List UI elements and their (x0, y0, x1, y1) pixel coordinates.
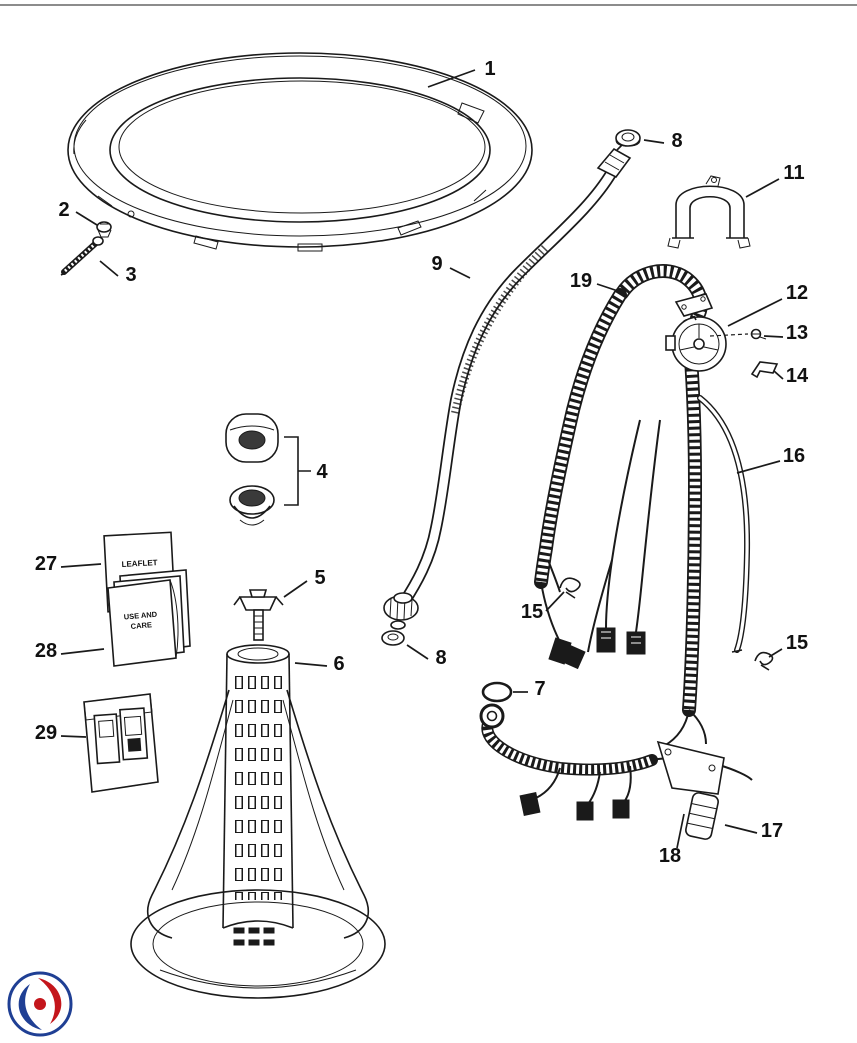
screw-small-drawing (750, 328, 767, 340)
wire-clip-left-drawing (559, 577, 581, 599)
use-and-care-label-1: USE AND (123, 610, 158, 622)
svg-text:9: 9 (431, 253, 442, 275)
logo-blue-swirl (18, 984, 42, 1030)
callout-12: 12 (727, 282, 808, 327)
callout-6: 6 (294, 653, 345, 675)
literature-pack-drawing (83, 693, 159, 793)
brand-logo (7, 971, 73, 1037)
logo-red-swirl (38, 978, 62, 1024)
fastener-drawing (96, 221, 112, 238)
wire-clip-right-drawing (754, 651, 774, 671)
svg-text:15: 15 (521, 601, 543, 623)
svg-text:13: 13 (786, 322, 808, 344)
agitator-cap-drawing (233, 589, 284, 641)
switch-assembly-drawing (665, 293, 749, 372)
svg-text:27: 27 (35, 553, 57, 575)
svg-text:2: 2 (58, 199, 69, 221)
callouts-layer: 1 2 3 4 5 6 7 8 8 9 11 12 13 14 15 (35, 58, 809, 867)
use-and-care-label-2: CARE (130, 620, 152, 631)
agitator-drawing (130, 644, 386, 999)
cap-and-seal-drawing (225, 413, 311, 526)
svg-text:8: 8 (435, 647, 446, 669)
svg-text:4: 4 (316, 461, 328, 483)
bracket-clip-drawing (750, 361, 779, 379)
svg-text:16: 16 (783, 445, 805, 467)
callout-15-left: 15 (521, 591, 565, 623)
screw-drawing (60, 236, 104, 276)
connector-drawing (685, 792, 719, 840)
callout-27: 27 (35, 553, 102, 575)
svg-text:28: 28 (35, 640, 57, 662)
svg-text:6: 6 (333, 653, 344, 675)
grommet-drawing (615, 129, 641, 147)
svg-text:14: 14 (786, 365, 809, 387)
callout-11: 11 (745, 162, 805, 198)
callout-14: 14 (773, 365, 809, 387)
svg-text:15: 15 (786, 632, 808, 654)
callout-1: 1 (427, 58, 496, 88)
tub-ring-drawing (67, 52, 533, 252)
callout-29: 29 (35, 722, 87, 744)
callout-9: 9 (431, 253, 471, 279)
washer-drawing (381, 630, 405, 646)
hose-clamp-drawing (667, 175, 751, 249)
svg-text:8: 8 (671, 130, 682, 152)
callout-8-bottom: 8 (406, 644, 447, 669)
drain-hose-drawing (697, 395, 751, 653)
callout-8-top: 8 (643, 130, 683, 152)
callout-13: 13 (763, 322, 808, 344)
svg-text:11: 11 (783, 162, 804, 184)
callout-19: 19 (570, 270, 619, 292)
callout-2: 2 (58, 199, 98, 226)
callout-16: 16 (736, 445, 805, 474)
fill-hose-drawing (383, 141, 632, 630)
callout-7: 7 (513, 678, 546, 700)
svg-text:18: 18 (659, 845, 681, 867)
use-and-care-guide-drawing: USE AND CARE (107, 569, 191, 667)
callout-17: 17 (724, 820, 783, 842)
callout-5: 5 (283, 567, 326, 598)
o-ring-drawing (481, 681, 513, 703)
callout-28: 28 (35, 640, 105, 662)
wire-harness-drawing (479, 264, 753, 821)
leaflet-label: LEAFLET (121, 558, 158, 569)
svg-text:3: 3 (125, 264, 136, 286)
callout-15-right: 15 (768, 632, 808, 658)
connector-housing-drawing (656, 740, 725, 795)
svg-text:17: 17 (761, 820, 783, 842)
svg-text:1: 1 (484, 58, 495, 80)
callout-4: 4 (316, 461, 328, 483)
svg-text:7: 7 (534, 678, 545, 700)
svg-text:5: 5 (314, 567, 325, 589)
svg-text:12: 12 (786, 282, 808, 304)
svg-text:29: 29 (35, 722, 57, 744)
logo-center-dot (34, 998, 46, 1010)
callout-18: 18 (659, 813, 685, 867)
svg-text:19: 19 (570, 270, 592, 292)
callout-3: 3 (99, 260, 137, 286)
